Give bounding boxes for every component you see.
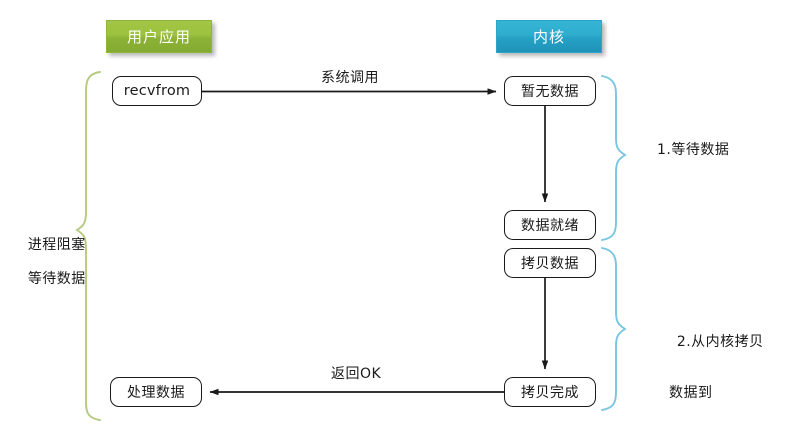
annotation-wait-for-data: 1.等待数据 <box>657 142 730 158</box>
annotation-process-blocked-line1: 进程阻塞 <box>27 237 86 253</box>
lane-header-user-application: 用户应用 <box>106 20 212 53</box>
annotation-copy-line2: 数据到 <box>669 385 713 401</box>
edge-label-return-ok: 返回OK <box>331 366 382 382</box>
edge-label-syscall: 系统调用 <box>321 70 379 86</box>
node-copy-done: 拷贝完成 <box>504 377 596 407</box>
annotation-process-blocked-line2: 等待数据 <box>27 271 86 287</box>
node-copy-data: 拷贝数据 <box>504 248 596 278</box>
node-recvfrom: recvfrom <box>112 76 202 106</box>
brace-copy-to-user-space <box>601 247 627 411</box>
annotation-copy-to-user-space: 2.从内核拷贝 数据到 用户空间 <box>657 317 764 433</box>
node-process-data: 处理数据 <box>110 377 202 407</box>
annotation-process-blocked: 进程阻塞 等待数据 <box>8 220 86 305</box>
node-data-ready: 数据就绪 <box>504 210 596 240</box>
annotation-copy-line1: 2.从内核拷贝 <box>676 334 764 350</box>
lane-header-kernel: 内核 <box>496 20 602 53</box>
brace-wait-for-data <box>601 75 627 241</box>
node-no-data: 暂无数据 <box>504 76 596 106</box>
